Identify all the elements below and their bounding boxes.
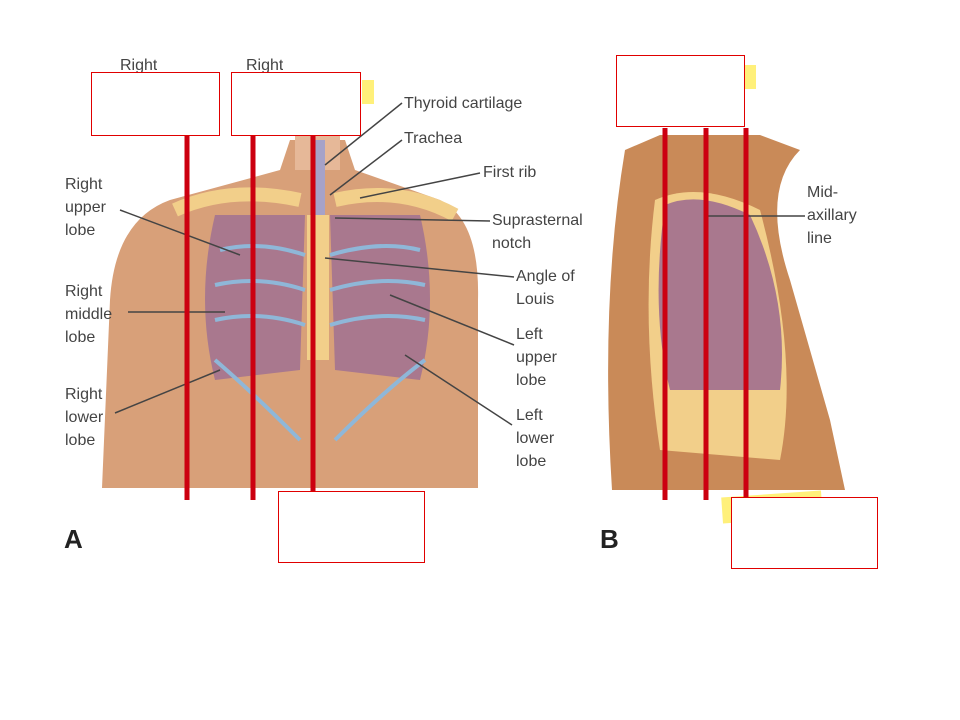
label-line: lobe [65, 329, 96, 346]
label-line: notch [492, 235, 532, 252]
label-line: Trachea [404, 130, 463, 147]
label-right-lower-lobe: Right lower lobe [65, 383, 103, 452]
label-line: lobe [65, 222, 96, 239]
sternum [307, 215, 329, 360]
top-label-right-2: Right [246, 57, 284, 72]
label-line: lobe [65, 432, 96, 449]
label-line: Mid- [807, 184, 839, 201]
label-angle-of-louis: Angle of Louis [516, 265, 575, 311]
label-line: Right [65, 386, 103, 403]
leader-lines [114, 102, 805, 426]
side-lung [658, 199, 782, 390]
sticky-note [362, 80, 374, 104]
label-first-rib: First rib [483, 161, 536, 184]
label-trachea: Trachea [404, 127, 462, 150]
label-left-lower-lobe: Left lower lobe [516, 404, 554, 473]
label-line: Louis [516, 291, 555, 308]
label-line: Thyroid cartilage [404, 95, 523, 112]
answer-box-4[interactable] [616, 55, 745, 127]
label-line: upper [516, 349, 557, 366]
label-line: Suprasternal [492, 212, 583, 229]
answer-box-3[interactable] [278, 491, 425, 563]
label-line: First rib [483, 164, 537, 181]
label-line: Left [516, 407, 543, 424]
label-line: middle [65, 306, 113, 323]
label-suprasternal-notch: Suprasternal notch [492, 209, 583, 255]
label-line: lower [65, 409, 104, 426]
left-lung [330, 215, 430, 380]
answer-box-1[interactable] [91, 72, 220, 136]
panel-label-a: A [64, 524, 83, 554]
panel-label-b: B [600, 524, 619, 554]
label-line: lobe [516, 453, 547, 470]
label-line: lower [516, 430, 555, 447]
label-line: line [807, 230, 832, 247]
guide-lines [184, 128, 749, 500]
label-line: Angle of [516, 268, 575, 285]
answer-box-2[interactable] [231, 72, 361, 136]
label-line: lobe [516, 372, 547, 389]
top-label-right-1: Right [120, 57, 158, 72]
label-mid-axillary-line: Mid-axillary line [807, 181, 857, 250]
label-line: axillary [807, 207, 857, 224]
label-left-upper-lobe: Left upper lobe [516, 323, 557, 392]
label-line: upper [65, 199, 106, 216]
label-right-middle-lobe: Right middle lobe [65, 280, 112, 349]
label-line: Right [65, 283, 103, 300]
label-thyroid-cartilage: Thyroid cartilage [404, 92, 522, 115]
sticky-note [744, 65, 756, 89]
label-line: Right [65, 176, 103, 193]
label-right-upper-lobe: Right upper lobe [65, 173, 106, 242]
label-line: Left [516, 326, 543, 343]
answer-box-5[interactable] [731, 497, 878, 569]
